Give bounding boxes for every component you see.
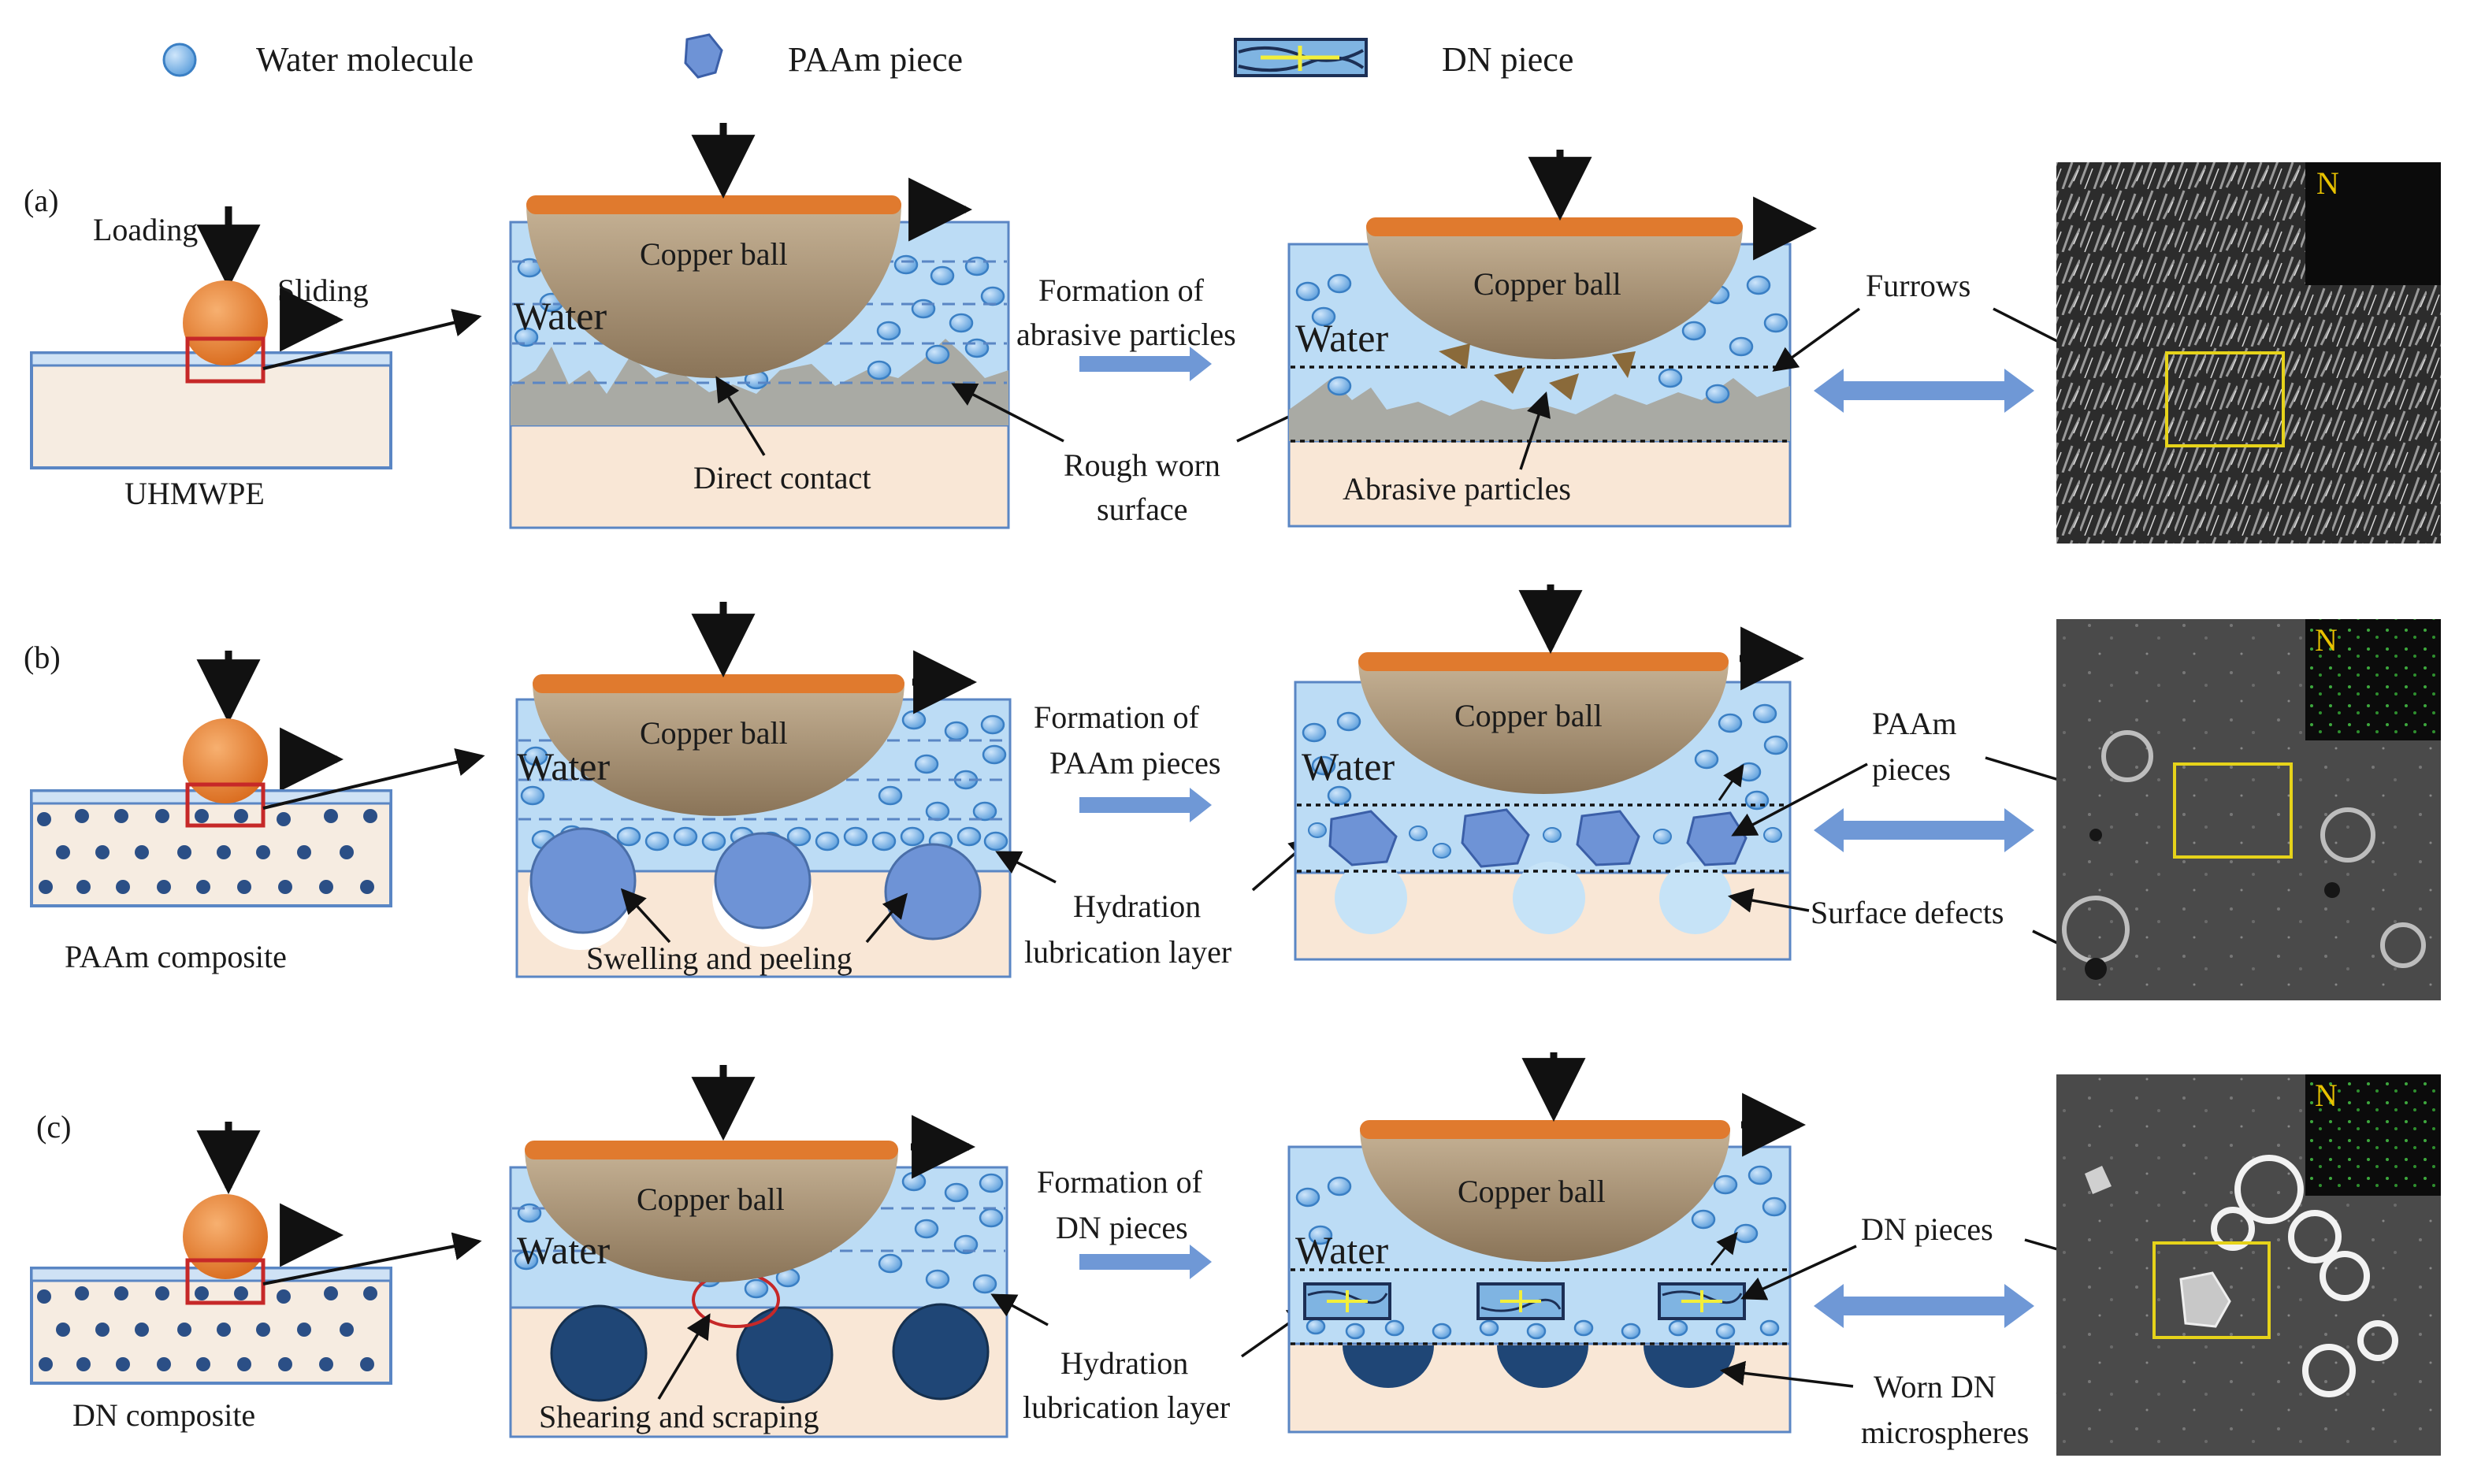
copper-sphere-b (183, 718, 268, 803)
row-a-n-label: N (2316, 165, 2339, 201)
row-a-abrasive-panel: Copper ball Water Abrasive particles Fur… (1287, 150, 2111, 528)
row-c: (c) DN composite (30, 1052, 2441, 1456)
copper-ball-c2 (1360, 1128, 1730, 1262)
paam-piece-icon (684, 33, 723, 79)
row-c-sem-image: N (2056, 1074, 2441, 1456)
copper-ball-b (533, 682, 904, 816)
row-b-water-label: Water (517, 744, 610, 788)
row-b-formation-line2: PAAm pieces (1049, 745, 1220, 781)
row-a-transition: Formation of abrasive particles Rough wo… (951, 273, 1350, 527)
row-b-label: (b) (24, 640, 61, 675)
worn-dn-line1: Worn DN (1874, 1369, 1996, 1404)
legend: Water molecule PAAm piece DN piece (162, 33, 1573, 79)
copper-ball (526, 203, 901, 378)
row-a-label: (a) (24, 183, 58, 218)
row-b-n-label: N (2315, 622, 2338, 658)
row-c-hydration-line1: Hydration (1060, 1345, 1188, 1381)
row-c-schematic: DN composite (30, 1122, 482, 1433)
row-a-formation-line2: abrasive particles (1016, 317, 1236, 352)
row-a-double-arrow (1814, 369, 2034, 413)
row-a-ball2-label: Copper ball (1473, 266, 1621, 302)
row-b-ball-label: Copper ball (640, 715, 788, 751)
dn-piece-icon (1234, 38, 1368, 77)
row-a-contact-panel: Copper ball Water Direct contact (509, 123, 1010, 529)
row-c-formation-line1: Formation of (1037, 1164, 1203, 1200)
row-c-ball2-label: Copper ball (1458, 1174, 1606, 1209)
sliding-label: Sliding (277, 273, 369, 308)
swollen-microspheres (528, 827, 982, 950)
legend-paam-label: PAAm piece (788, 40, 963, 79)
water-molecule-icon (162, 43, 197, 77)
row-b-contact-panel: Copper ball Water Swelling and peeling (515, 602, 1012, 978)
row-c-formation-line2: DN pieces (1056, 1210, 1188, 1245)
direct-contact-label: Direct contact (693, 460, 871, 495)
row-c-ball-label: Copper ball (637, 1182, 785, 1217)
row-a-formation-line1: Formation of (1038, 273, 1205, 308)
legend-water-label: Water molecule (256, 40, 474, 79)
row-c-n-label: N (2315, 1078, 2338, 1113)
row-a-ball-label: Copper ball (640, 236, 788, 272)
copper-ball-b2 (1358, 660, 1729, 794)
furrows-label: Furrows (1866, 268, 1970, 303)
row-c-contact-panel: Copper ball Water Shearing and scraping (509, 1065, 1008, 1438)
copper-sphere-c (183, 1194, 268, 1279)
row-c-transition: Formation of DN pieces Hydration lubrica… (990, 1164, 1313, 1425)
loading-label: Loading (93, 212, 198, 247)
row-a-water2-label: Water (1295, 316, 1388, 360)
row-b-formation-line1: Formation of (1034, 699, 1200, 735)
surface-defects-label: Surface defects (1811, 895, 2004, 930)
uhmwpe-label: UHMWPE (124, 476, 265, 511)
row-a: (a) Loading Sliding UHMWPE (24, 123, 2441, 544)
row-c-water2-label: Water (1295, 1228, 1388, 1272)
copper-ball-2 (1366, 225, 1743, 359)
row-b: (b) PAAm composite (24, 584, 2441, 1000)
row-c-label: (c) (36, 1109, 71, 1145)
worn-dn-line2: microspheres (1861, 1415, 2029, 1450)
row-b-hydration-line2: lubrication layer (1024, 934, 1231, 970)
dn-composite-label: DN composite (72, 1397, 255, 1433)
row-c-hydration-line2: lubrication layer (1023, 1389, 1230, 1425)
shearing-scraping-label: Shearing and scraping (539, 1399, 819, 1434)
row-a-schematic: Loading Sliding UHMWPE (30, 206, 482, 511)
row-b-water2-label: Water (1302, 744, 1395, 788)
copper-ball-c (525, 1148, 898, 1282)
paam-pieces-line1: PAAm (1872, 706, 1956, 741)
row-b-transition: Formation of PAAm pieces Hydration lubri… (995, 699, 1315, 970)
row-b-schematic: PAAm composite (30, 651, 485, 974)
dn-microspheres (550, 1303, 990, 1404)
paam-composite-label: PAAm composite (65, 939, 287, 974)
dn-pieces-label: DN pieces (1861, 1211, 1993, 1247)
row-a-sem-image: N (2056, 162, 2441, 544)
copper-sphere (183, 280, 268, 365)
row-b-hydration-line1: Hydration (1073, 889, 1201, 924)
row-b-sem-image: N (2056, 619, 2441, 1000)
row-b-ball2-label: Copper ball (1454, 698, 1603, 733)
legend-dn-label: DN piece (1442, 40, 1573, 79)
row-a-water-label: Water (514, 294, 607, 338)
row-c-water-label: Water (517, 1228, 610, 1272)
abrasive-particles-label: Abrasive particles (1343, 471, 1571, 506)
row-b-pieces-panel: Copper ball Water PAAm pieces Surface de… (1294, 584, 2182, 964)
paam-pieces-line2: pieces (1872, 751, 1951, 787)
paam-pieces-in-layer (1328, 808, 1748, 868)
rough-worn-line1: Rough worn (1064, 447, 1220, 483)
dn-pieces-in-layer (1303, 1282, 1746, 1320)
swelling-peeling-label: Swelling and peeling (586, 940, 852, 976)
row-c-double-arrow (1814, 1284, 2034, 1328)
row-b-double-arrow (1814, 808, 2034, 852)
zoom-box (185, 336, 266, 384)
rough-worn-line2: surface (1097, 492, 1187, 527)
